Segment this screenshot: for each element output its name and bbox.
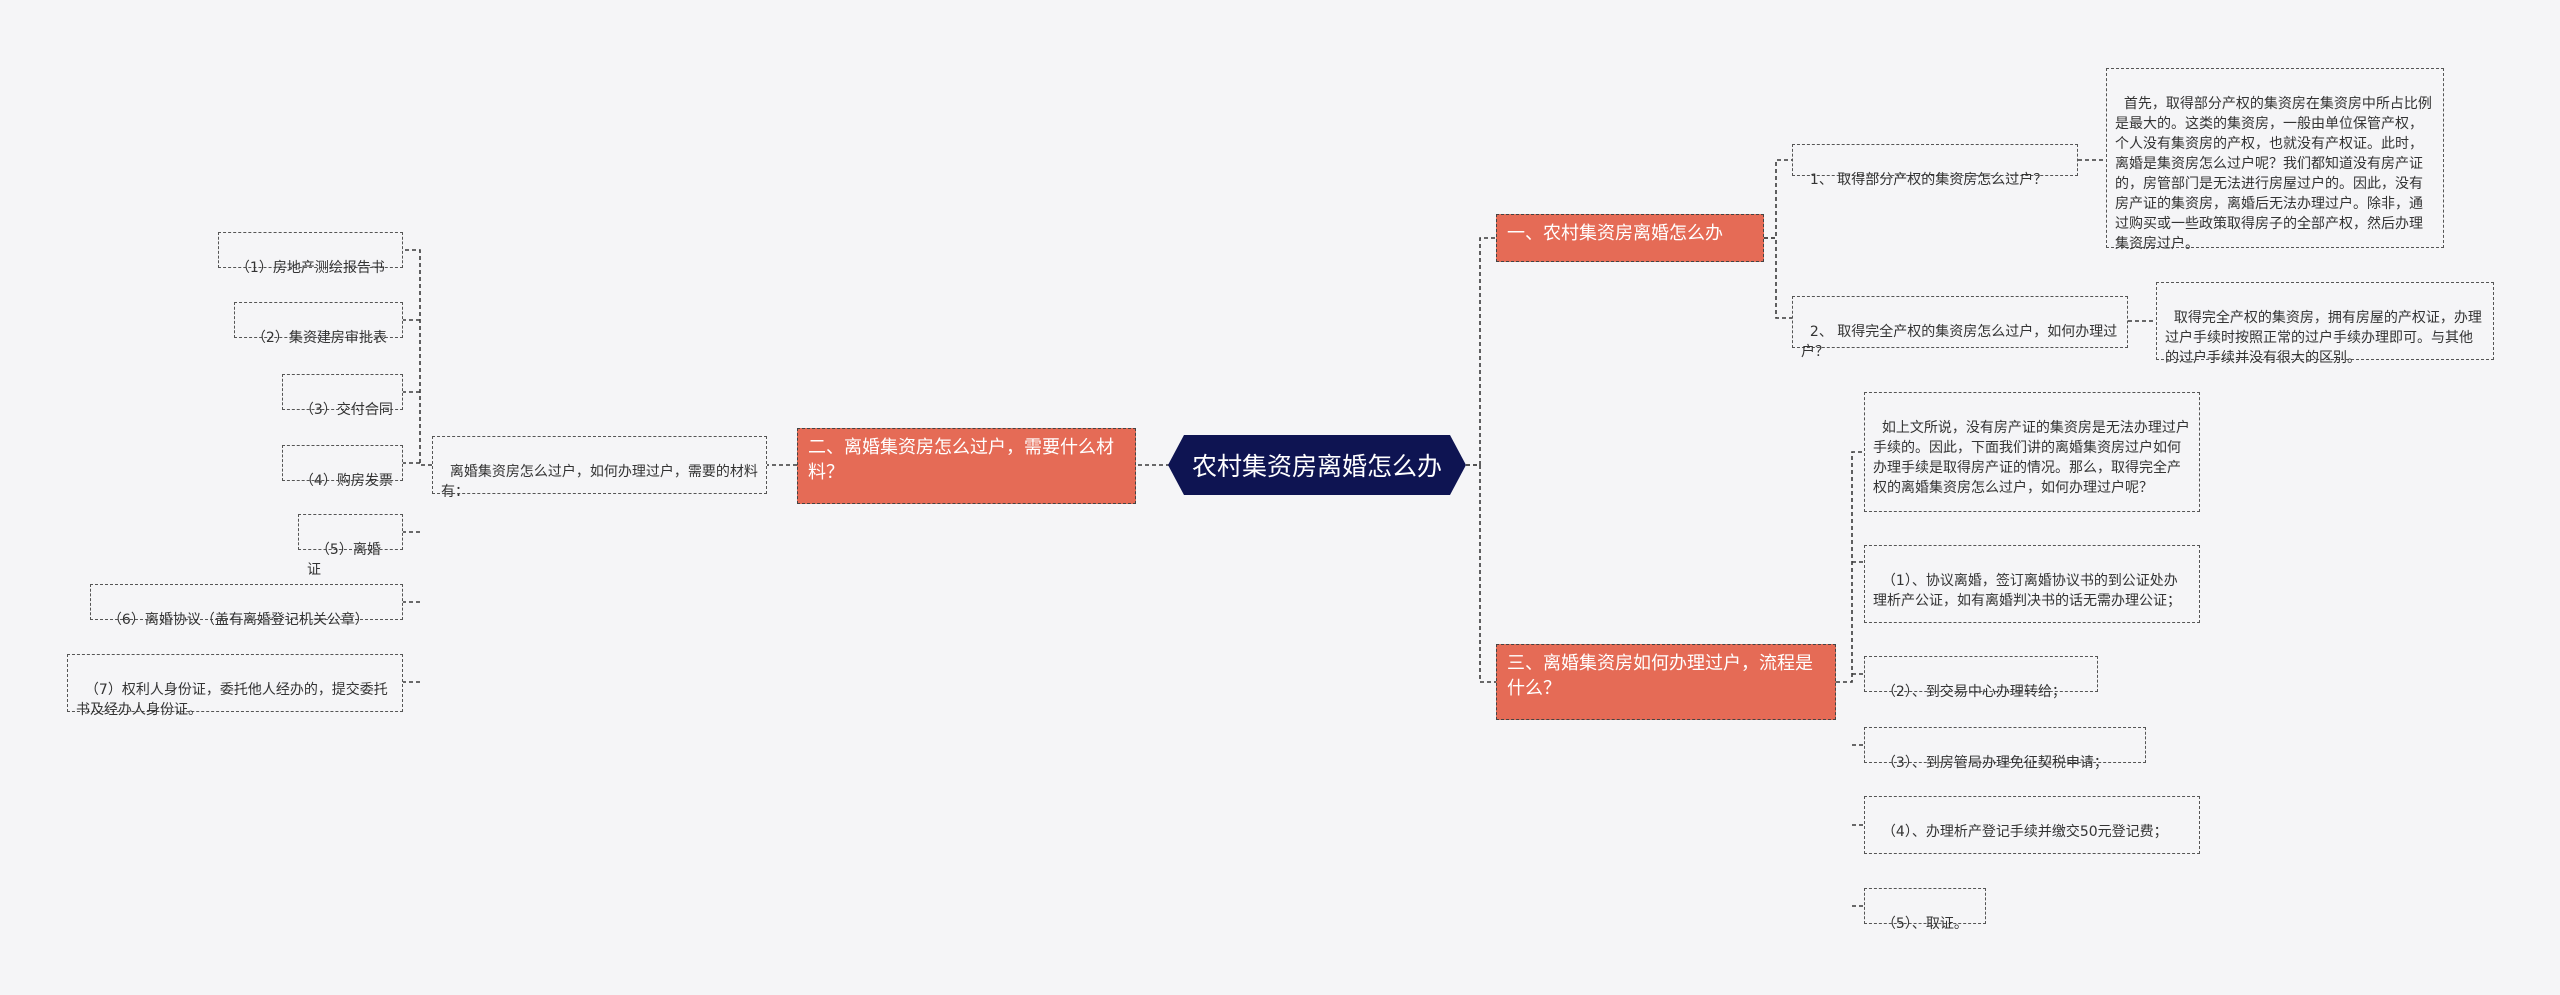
branch-3-topic[interactable]: 三、离婚集资房如何办理过户，流程是什么？ xyxy=(1496,644,1836,720)
branch-1-topic[interactable]: 一、农村集资房离婚怎么办 xyxy=(1496,214,1764,262)
material-item-3[interactable]: （3）交付合同 xyxy=(282,374,403,418)
branch-1-answer-1[interactable]: 首先，取得部分产权的集资房在集资房中所占比例是最大的。这类的集资房，一般由单位保… xyxy=(2106,68,2444,252)
branch-1-label: 一、农村集资房离婚怎么办 xyxy=(1507,223,1723,244)
branch-3-label: 三、离婚集资房如何办理过户，流程是什么？ xyxy=(1507,653,1813,699)
material-item-5[interactable]: （5）离婚证 xyxy=(298,514,403,578)
process-item-1[interactable]: （1）、协议离婚，签订离婚协议书的到公证处办理析产公证，如有离婚判决书的话无需办… xyxy=(1864,545,2200,623)
material-item-7[interactable]: （7）权利人身份证，委托他人经办的，提交委托书及经办人身份证。 xyxy=(67,654,403,718)
material-item-4[interactable]: （4）购房发票 xyxy=(282,445,403,489)
root-topic-label: 农村集资房离婚怎么办 xyxy=(1191,452,1442,481)
root-topic[interactable]: 农村集资房离婚怎么办 xyxy=(1168,435,1466,495)
branch-1-answer-2[interactable]: 取得完全产权的集资房，拥有房屋的产权证，办理过户手续时按照正常的过户手续办理即可… xyxy=(2156,282,2494,366)
process-item-2[interactable]: （2）、到交易中心办理转给； xyxy=(1864,656,2098,700)
process-item-intro[interactable]: 如上文所说，没有房产证的集资房是无法办理过户手续的。因此，下面我们讲的离婚集资房… xyxy=(1864,392,2200,512)
process-item-5[interactable]: （5）、取证。 xyxy=(1864,888,1986,932)
branch-2-intro[interactable]: 离婚集资房怎么过户，如何办理过户，需要的材料有： xyxy=(432,436,767,500)
branch-1-question-1[interactable]: 1、 取得部分产权的集资房怎么过户？ xyxy=(1792,144,2078,188)
branch-2-label: 二、离婚集资房怎么过户，需要什么材料？ xyxy=(808,437,1114,483)
material-item-1[interactable]: （1）房地产测绘报告书 xyxy=(218,232,403,276)
material-item-2[interactable]: （2）集资建房审批表 xyxy=(234,302,403,346)
material-item-6[interactable]: （6）离婚协议（盖有离婚登记机关公章） xyxy=(90,584,403,628)
branch-1-question-2[interactable]: 2、 取得完全产权的集资房怎么过户，如何办理过户？ xyxy=(1792,296,2128,360)
process-item-3[interactable]: （3）、到房管局办理免征契税申请； xyxy=(1864,727,2146,771)
branch-2-topic[interactable]: 二、离婚集资房怎么过户，需要什么材料？ xyxy=(797,428,1136,504)
process-item-4[interactable]: （4）、办理析产登记手续并缴交50元登记费； xyxy=(1864,796,2200,854)
